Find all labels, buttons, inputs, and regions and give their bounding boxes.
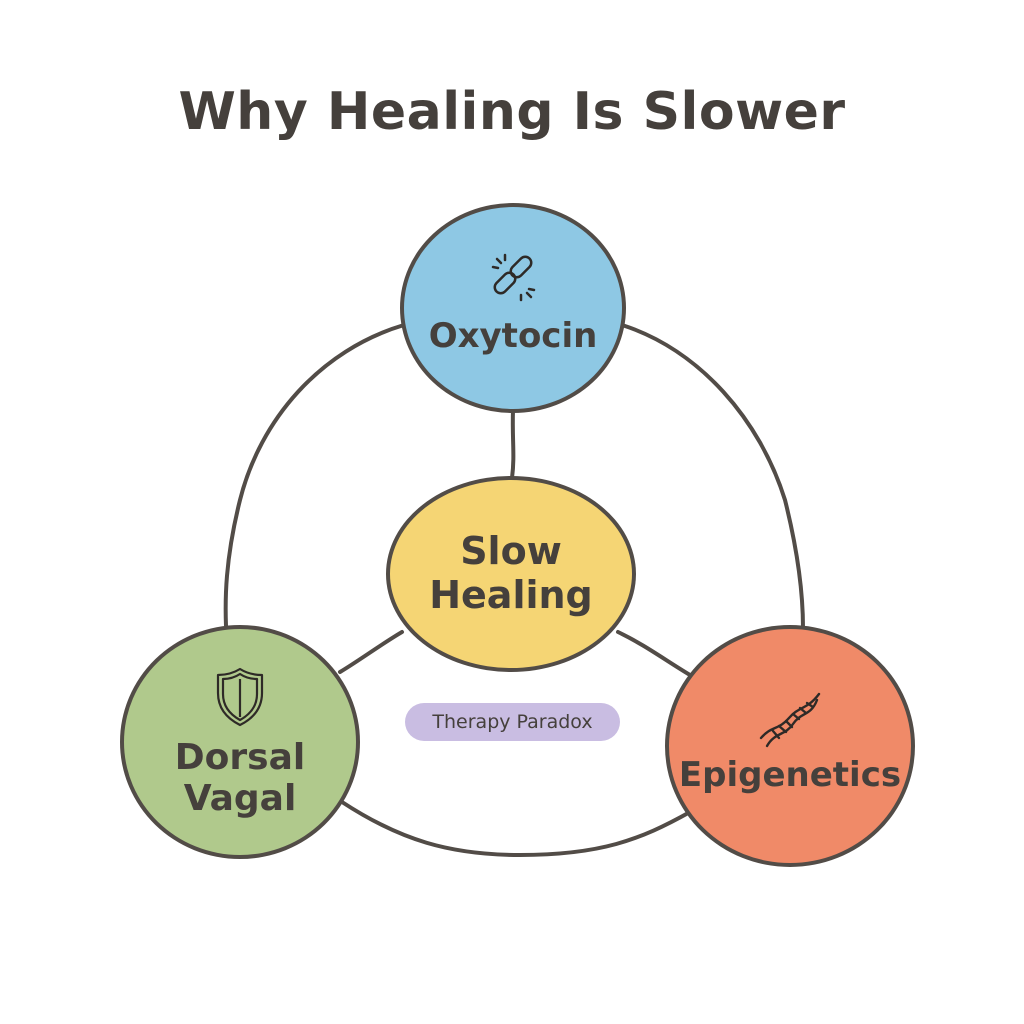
node-dorsal-label-line1: Dorsal — [174, 736, 306, 778]
node-center-label-line2: Healing — [429, 573, 593, 617]
edge-oxytocin-epigenetics — [620, 323, 805, 630]
node-dorsal-vagal[interactable]: Dorsal Vagal — [120, 625, 360, 859]
node-slow-healing[interactable]: Slow Healing — [386, 476, 636, 672]
page-title: Why Healing Is Slower — [178, 82, 846, 142]
node-center-label-line1: Slow — [460, 529, 562, 574]
edge-oxytocin-center — [510, 408, 516, 480]
shield-icon — [216, 667, 264, 726]
edge-dorsal-epigenetics — [340, 800, 692, 858]
node-oxytocin-label: Oxytocin — [428, 316, 598, 357]
dna-icon — [759, 693, 821, 748]
edge-center-epigenetics — [616, 630, 692, 677]
node-epigenetics[interactable]: Epigenetics — [665, 625, 915, 867]
therapy-paradox-badge: Therapy Paradox — [405, 703, 620, 741]
edge-oxytocin-dorsal — [223, 323, 406, 628]
edge-center-dorsal — [338, 630, 404, 674]
node-dorsal-label-line2: Vagal — [183, 778, 297, 819]
broken-link-icon — [491, 254, 536, 302]
node-oxytocin[interactable]: Oxytocin — [400, 203, 626, 413]
node-epigenetics-label: Epigenetics — [678, 755, 902, 796]
